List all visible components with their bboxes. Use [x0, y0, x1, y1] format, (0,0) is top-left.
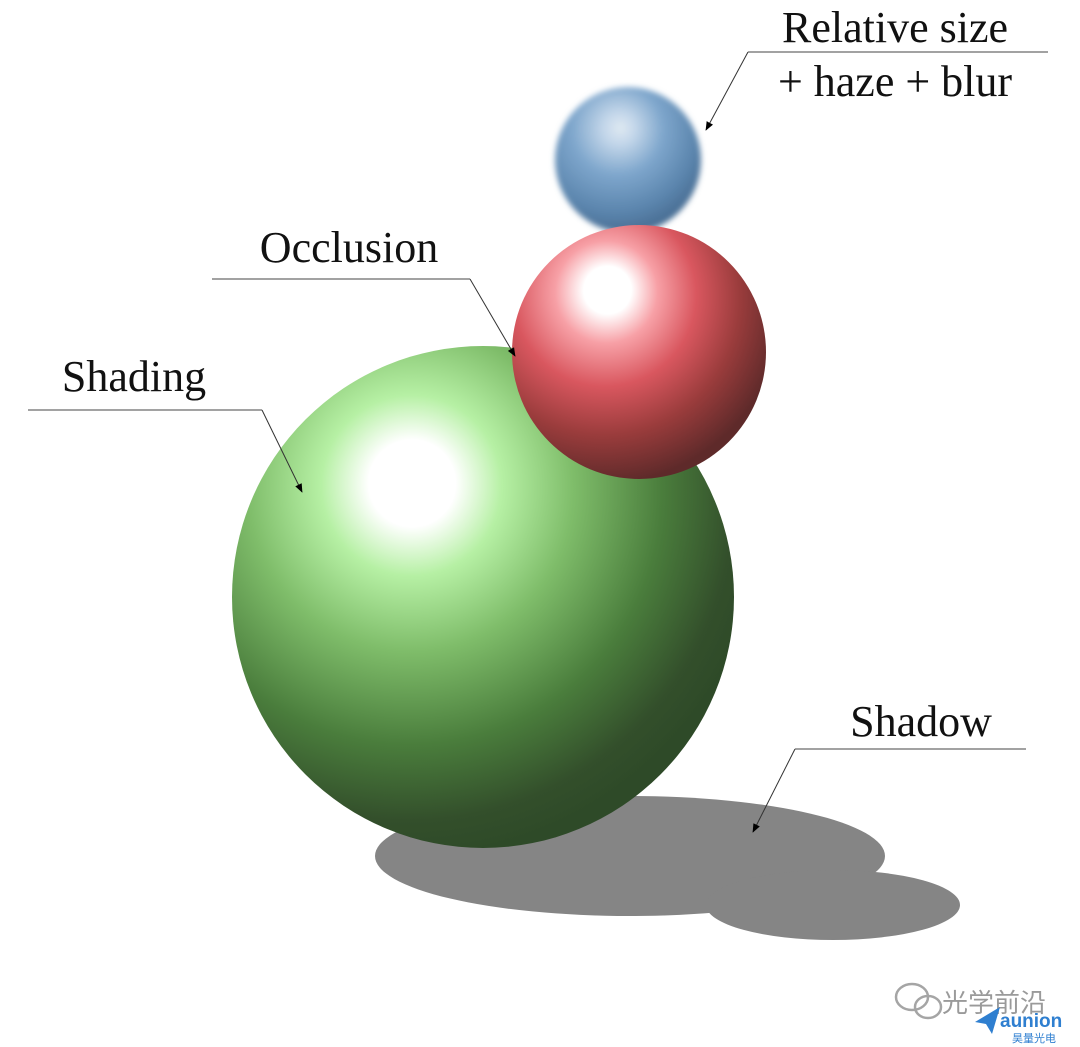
- shadow-label: Shadow: [850, 697, 992, 746]
- relative-size-label: Relative size: [782, 3, 1008, 52]
- haze-blur-label: + haze + blur: [778, 57, 1012, 106]
- shading-label: Shading: [62, 352, 206, 401]
- leader-lines: [28, 51, 1048, 833]
- occlusion-label: Occlusion: [260, 223, 438, 272]
- blue-sphere: [555, 87, 701, 233]
- logo-subtext: 昊量光电: [1012, 1031, 1056, 1045]
- wechat-icon: [894, 982, 943, 1020]
- red-sphere: [512, 225, 766, 479]
- watermark: 光学前沿 aunion 昊量光电: [894, 982, 1062, 1045]
- paper-plane-icon: [975, 1007, 1000, 1034]
- logo-text: aunion: [1000, 1011, 1062, 1032]
